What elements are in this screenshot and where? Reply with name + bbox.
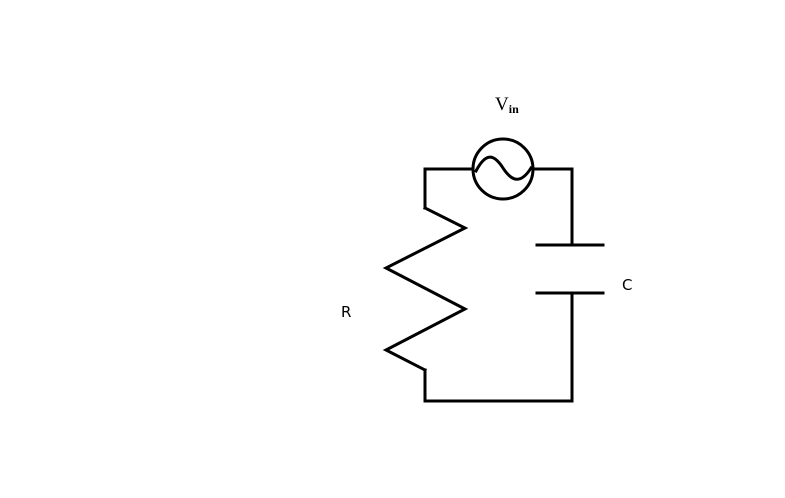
- ac-source-sine: [473, 155, 534, 181]
- capacitor-label: C: [622, 276, 632, 294]
- source-label-subscript: in: [509, 102, 519, 116]
- capacitor-icon: [535, 243, 605, 295]
- ac-source-icon: [471, 137, 535, 201]
- ac-source-circle: [471, 137, 535, 201]
- resistor-icon: [382, 205, 469, 373]
- resistor-label: R: [341, 303, 351, 321]
- source-label: Vin: [495, 94, 519, 116]
- source-label-symbol: V: [495, 94, 509, 115]
